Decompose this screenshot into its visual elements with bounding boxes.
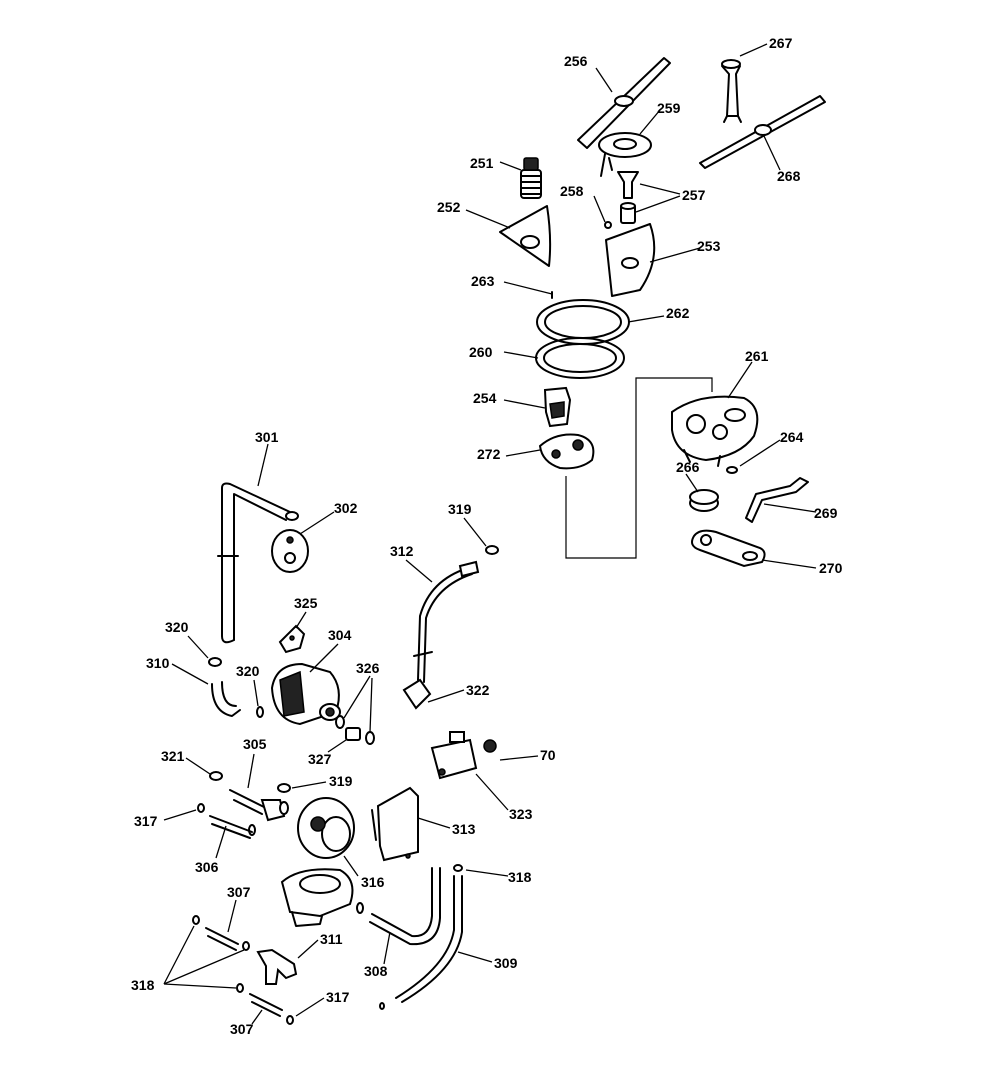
label-321: 321 [161,748,185,764]
part-307-tube-upper [205,927,239,951]
part-261-sump [671,395,759,467]
label-319-lower: 319 [329,773,353,789]
label-320-lower: 320 [236,663,260,679]
label-309: 309 [494,955,518,971]
part-254-cover [543,386,572,428]
label-270: 270 [819,560,843,576]
label-253: 253 [697,238,721,254]
label-267: 267 [769,35,793,51]
part-268-spray-arm [699,95,826,169]
part-260-gasket-ring [535,337,625,379]
label-319-upper: 319 [448,501,472,517]
part-251-filter [520,157,542,199]
part-323-valve [430,731,478,780]
part-307-tube-lower [249,993,283,1017]
part-256-spray-arm [577,57,671,149]
part-252-shield [499,205,552,267]
part-306-hose [209,815,256,839]
label-259: 259 [657,100,681,116]
label-325: 325 [294,595,318,611]
label-268: 268 [777,168,801,184]
label-308: 308 [364,963,388,979]
label-266: 266 [676,459,700,475]
label-302: 302 [334,500,358,516]
part-305-tube [229,789,289,822]
part-310-hose [211,681,241,717]
part-308-hose [356,867,441,946]
label-272: 272 [477,446,501,462]
part-253-shield [605,223,656,297]
part-327-coupler [345,727,361,741]
label-320-upper: 320 [165,619,189,635]
label-305: 305 [243,736,267,752]
label-251: 251 [470,155,494,171]
part-317-clamp-lower [286,1015,294,1025]
label-304: 304 [328,627,352,643]
label-264: 264 [780,429,804,445]
label-252: 252 [437,199,461,215]
part-317-clamp-upper [197,803,205,813]
label-256: 256 [564,53,588,69]
label-301: 301 [255,429,279,445]
part-70-nut [483,739,497,753]
part-318-clamps [192,915,385,1010]
part-304-pump-motor [270,662,341,726]
label-261: 261 [745,348,769,364]
part-sump-housing [280,868,354,927]
part-number-labels: 256 267 259 251 268 258 257 252 253 263 … [131,35,843,1037]
label-327: 327 [308,751,332,767]
label-70: 70 [540,747,556,763]
part-316-filter-assembly [297,797,355,859]
label-318-left: 318 [131,977,155,993]
part-259-manifold [598,132,652,177]
label-322: 322 [466,682,490,698]
part-309-hose [395,864,463,1003]
part-301-tube [217,482,299,644]
part-264-clip [726,466,738,474]
part-302-plate [271,529,309,573]
part-270-wrench [691,529,766,568]
label-313: 313 [452,821,476,837]
part-257-nozzle [617,171,639,224]
label-307-upper: 307 [227,884,251,900]
part-321-clamp [209,771,223,781]
part-272-plate [538,433,595,470]
label-254: 254 [473,390,497,406]
label-260: 260 [469,344,493,360]
label-263: 263 [471,273,495,289]
label-310: 310 [146,655,170,671]
label-269: 269 [814,505,838,521]
label-323: 323 [509,806,533,822]
label-317-upper: 317 [134,813,158,829]
part-258-clip [604,221,612,229]
label-316: 316 [361,874,385,890]
part-325-bracket [278,624,306,654]
label-262: 262 [666,305,690,321]
bracket-lines-upper [565,377,713,559]
label-306: 306 [195,859,219,875]
label-317-lower: 317 [326,989,350,1005]
part-319-clamp-lower [277,783,291,793]
label-258: 258 [560,183,584,199]
part-267-tube [721,59,742,123]
part-312-hose [402,560,480,710]
leader-lines [163,43,817,1025]
label-312: 312 [390,543,414,559]
part-269-bracket [745,477,809,523]
part-311-y-connector [256,948,298,985]
label-318-right: 318 [508,869,532,885]
part-313-cover [371,786,419,862]
label-311: 311 [320,931,343,947]
part-320-clamp [208,657,264,718]
label-326: 326 [356,660,380,676]
label-257: 257 [682,187,706,203]
part-319-clamp-upper [485,545,499,555]
label-307-lower: 307 [230,1021,254,1037]
part-266-cap [689,489,719,512]
